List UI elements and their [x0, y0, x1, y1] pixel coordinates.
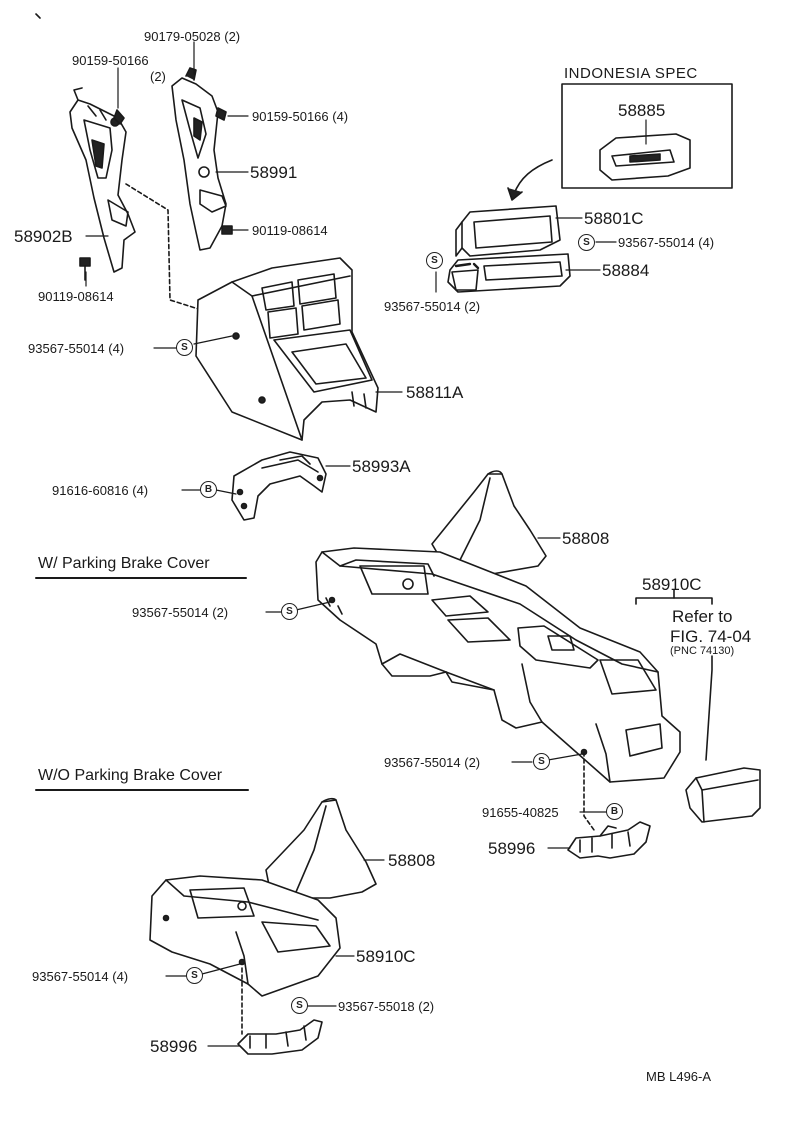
callout-93567-55014-4-bottom: 93567-55014 (4): [32, 969, 129, 984]
leader-lines: [85, 41, 647, 1047]
diagram-code: MB L496-A: [646, 1069, 712, 1084]
panel-58801c-drawing: [455, 205, 561, 257]
screw-symbol-58811a: S: [176, 339, 193, 356]
screw-symbol-bottom-left: S: [186, 967, 203, 984]
callout-90159-50166-right: 90159-50166 (4): [252, 109, 349, 124]
screw-symbol-bottom-right: S: [291, 997, 308, 1014]
callout-58910c-upper: 58910C: [642, 575, 702, 594]
bolt-bottom-left-drawing: [79, 257, 91, 281]
callout-58801c: 58801C: [584, 209, 644, 228]
callout-58811a: 58811A: [406, 383, 464, 402]
part-58885-drawing: [599, 133, 691, 181]
screw-symbol-top-left: S: [426, 252, 443, 269]
callout-90159-50166-left-qty: (2): [150, 69, 166, 84]
callout-91616-60816: 91616-60816 (4): [52, 483, 149, 498]
callout-93567-55014-4-left: 93567-55014 (4): [28, 341, 125, 356]
callout-93567-55014-2-low: 93567-55014 (2): [384, 755, 481, 770]
callout-90159-50166-left: 90159-50166: [72, 53, 149, 68]
console-58910c-upper-drawing: [315, 547, 681, 783]
screw-symbol-mid: S: [281, 603, 298, 620]
screw-58991-bottom-drawing: [221, 225, 233, 235]
boot-58808-lower-drawing: [265, 797, 377, 899]
callout-58885: 58885: [618, 101, 666, 120]
bolt-symbol-58993a: B: [200, 481, 217, 498]
screw-symbol-top-right: S: [578, 234, 595, 251]
figure-reference: FIG. 74-04: [670, 627, 752, 646]
screw-symbol-low: S: [533, 753, 550, 770]
bracket-58902b-drawing: [69, 87, 136, 273]
callout-58902b: 58902B: [14, 227, 73, 246]
bracket-58996-upper-drawing: [567, 821, 651, 859]
panel-58884-drawing: [447, 253, 571, 293]
indonesia-spec-box: [561, 83, 733, 189]
callout-90119-08614-right: 90119-08614: [252, 223, 328, 238]
console-58910c-lower-drawing: [149, 875, 341, 997]
indonesia-spec-label: INDONESIA SPEC: [564, 65, 698, 82]
callout-93567-55014-4-top: 93567-55014 (4): [618, 235, 715, 250]
bracket-58993a-drawing: [231, 451, 327, 521]
refer-to-label: Refer to: [672, 607, 733, 626]
corner-mark: [35, 13, 41, 19]
callout-58996-upper: 58996: [488, 839, 536, 858]
callout-93567-55018: 93567-55018 (2): [338, 999, 435, 1014]
callout-58996-lower: 58996: [150, 1037, 198, 1056]
bracket-58996-lower-drawing: [237, 1019, 323, 1055]
section-without-brake-cover: W/O Parking Brake Cover: [38, 767, 223, 784]
arrow-drawing: [513, 159, 553, 195]
callout-58910c-lower: 58910C: [356, 947, 416, 966]
callout-90119-08614-left: 90119-08614: [38, 289, 114, 304]
screw-drawing: [113, 109, 125, 125]
callout-58808-upper: 58808: [562, 529, 610, 548]
callout-93567-55014-2-mid: 93567-55014 (2): [132, 605, 229, 620]
callout-58991: 58991: [250, 163, 298, 182]
console-58811a-drawing: [195, 257, 379, 441]
bolt-symbol-58996: B: [606, 803, 623, 820]
callout-90179-05028: 90179-05028 (2): [144, 29, 241, 44]
callout-91655-40825: 91655-40825: [482, 805, 559, 820]
callout-58808-lower: 58808: [388, 851, 436, 870]
pnc-reference: (PNC 74130): [670, 645, 735, 657]
section-with-brake-cover: W/ Parking Brake Cover: [38, 555, 210, 572]
callout-93567-55014-2-top: 93567-55014 (2): [384, 299, 481, 314]
screw-58991-right-drawing: [215, 107, 227, 121]
bracket-58991-drawing: [171, 67, 227, 251]
callout-58993a: 58993A: [352, 457, 411, 476]
callout-58884: 58884: [602, 261, 650, 280]
side-panel-74130-drawing: [685, 767, 761, 823]
